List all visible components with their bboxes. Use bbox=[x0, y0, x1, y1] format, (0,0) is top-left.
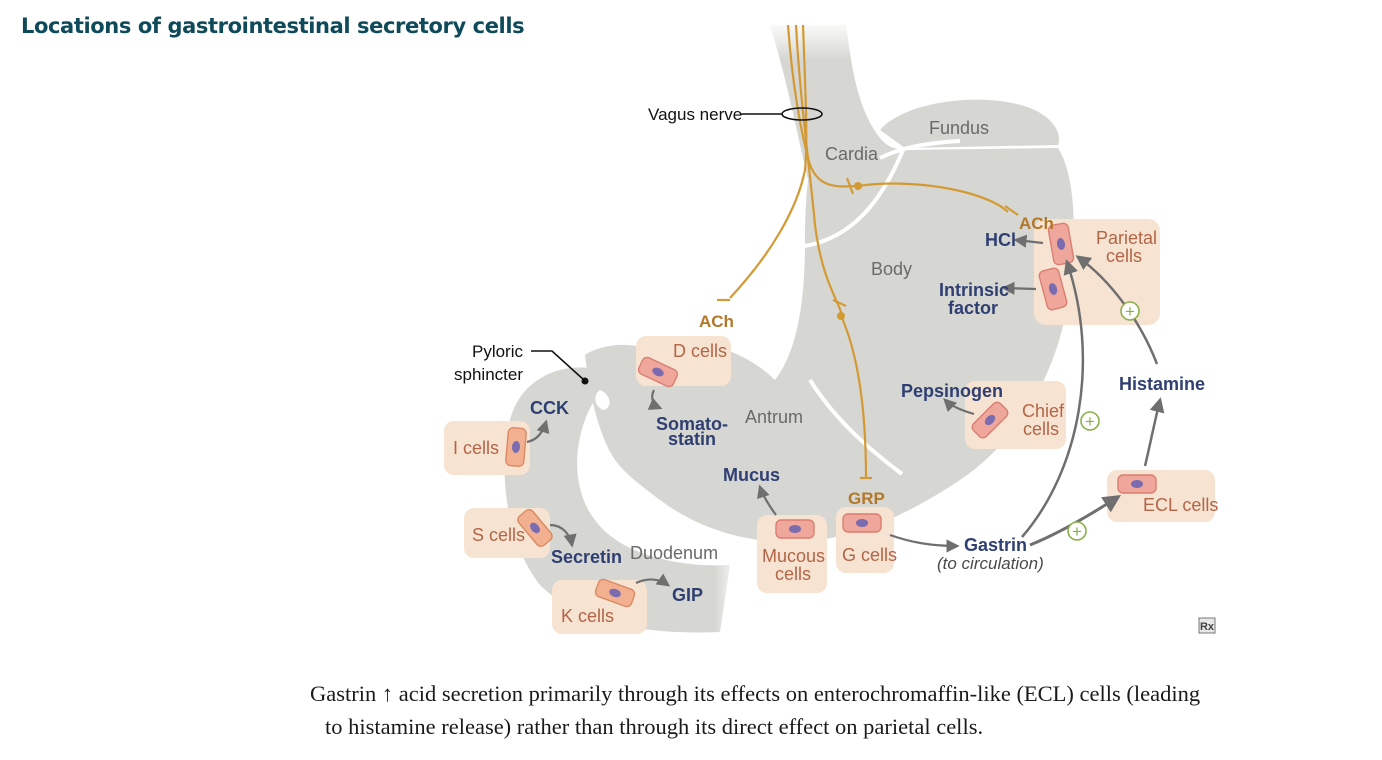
nerve-dots bbox=[837, 182, 862, 320]
cardia-fundus-divider bbox=[879, 139, 961, 160]
ecl-cell bbox=[1117, 474, 1157, 494]
pyloric-notch bbox=[595, 390, 610, 410]
i-cells-label: I cells bbox=[453, 438, 499, 458]
d-cell bbox=[637, 356, 679, 388]
g-to-gastrin-arrow bbox=[889, 533, 960, 553]
s-cells-label: S cells bbox=[472, 525, 525, 545]
gip-arrow bbox=[635, 573, 671, 587]
grp-label: GRP bbox=[848, 489, 885, 508]
plus-label-1: + bbox=[1125, 302, 1135, 321]
pyloric-label-line2: sphincter bbox=[454, 365, 523, 384]
ecl-cells-label: ECL cells bbox=[1143, 495, 1218, 515]
body-antrum-divider bbox=[808, 378, 904, 476]
gi-secretory-diagram: + + + Fundus Cardia Body Antrum Duodenum… bbox=[444, 20, 1218, 640]
chief-label-line2: cells bbox=[1023, 419, 1059, 439]
k-cell bbox=[594, 578, 636, 608]
plus-label-3: + bbox=[1072, 522, 1082, 541]
gip-label: GIP bbox=[672, 585, 703, 605]
g-cell bbox=[842, 513, 882, 533]
duodenum-label: Duodenum bbox=[630, 543, 718, 563]
page-title: Locations of gastrointestinal secretory … bbox=[21, 14, 525, 38]
hcl-arrow bbox=[1013, 234, 1044, 248]
caption-line-2: to histamine release) rather than throug… bbox=[325, 714, 984, 739]
mucus-arrow bbox=[757, 484, 777, 516]
nerve-terminals bbox=[717, 177, 1019, 480]
cells bbox=[505, 222, 1157, 608]
parietal-cell-1 bbox=[1047, 222, 1075, 266]
pyloric-pointer bbox=[531, 350, 585, 381]
d-cells-label: D cells bbox=[673, 341, 727, 361]
secretin-arrow bbox=[549, 523, 577, 548]
ach-top-label: ACh bbox=[1019, 214, 1054, 233]
body-label: Body bbox=[871, 259, 912, 279]
hcl-label: HCl bbox=[985, 230, 1016, 250]
mucous-label-line2: cells bbox=[775, 564, 811, 584]
gastrin-to-parietal-arrow bbox=[1021, 259, 1085, 538]
gastrin-note-label: (to circulation) bbox=[937, 554, 1044, 573]
figure-caption: Gastrin ↑ acid secretion primarily throu… bbox=[310, 677, 1360, 743]
fundus-shape bbox=[880, 99, 1060, 148]
secretion-arrows bbox=[526, 234, 1165, 587]
plus-gastrin-parietal: + bbox=[1080, 411, 1100, 431]
intrinsic-factor-label-line2: factor bbox=[948, 298, 998, 318]
pepsinogen-label: Pepsinogen bbox=[901, 381, 1003, 401]
rx-logo-text: Rx bbox=[1200, 621, 1215, 633]
vagus-nerve-label: Vagus nerve bbox=[648, 105, 742, 124]
stomach-organ bbox=[504, 20, 1074, 640]
pyloric-dot bbox=[581, 377, 589, 385]
s-cell bbox=[517, 509, 553, 547]
antrum-label: Antrum bbox=[745, 407, 803, 427]
parietal-label-line2: cells bbox=[1106, 246, 1142, 266]
stimulation-plus-signs: + + + bbox=[1067, 301, 1140, 541]
mucous-label-line1: Mucous bbox=[762, 546, 825, 566]
pepsinogen-arrow bbox=[943, 398, 975, 416]
region-labels: Fundus Cardia Body Antrum Duodenum bbox=[630, 118, 989, 563]
intrinsic-factor-label-line1: Intrinsic bbox=[939, 280, 1009, 300]
somatostatin-arrow bbox=[647, 389, 663, 410]
somatostatin-label-line1: Somato- bbox=[656, 414, 728, 434]
histamine-to-parietal-arrow bbox=[1075, 255, 1159, 365]
plus-histamine-parietal: + bbox=[1120, 301, 1140, 321]
parietal-cell-2 bbox=[1038, 267, 1068, 311]
intrinsic-factor-arrow bbox=[1001, 281, 1037, 295]
k-cells-label: K cells bbox=[561, 606, 614, 626]
secretin-label: Secretin bbox=[551, 547, 622, 567]
structure-labels: Vagus nerve Pyloric sphincter bbox=[454, 105, 742, 384]
ach-left-label: ACh bbox=[699, 312, 734, 331]
parietal-label-line1: Parietal bbox=[1096, 228, 1157, 248]
cardia-label: Cardia bbox=[825, 144, 879, 164]
gastrin-label: Gastrin bbox=[964, 535, 1027, 555]
vagus-nerve-fibers bbox=[729, 24, 1009, 479]
mucus-label: Mucus bbox=[723, 465, 780, 485]
fundus-label: Fundus bbox=[929, 118, 989, 138]
neurotransmitter-labels: ACh ACh GRP bbox=[699, 214, 1054, 508]
stomach-body bbox=[600, 148, 1074, 542]
plus-gastrin-ecl: + bbox=[1067, 521, 1087, 541]
secretion-labels: HCl Intrinsic factor Pepsinogen Somato- … bbox=[530, 230, 1205, 605]
cck-label: CCK bbox=[530, 398, 569, 418]
g-cells-label: G cells bbox=[842, 545, 897, 565]
rx-logo: Rx bbox=[1198, 617, 1216, 634]
mucous-cell bbox=[775, 519, 815, 539]
histamine-label: Histamine bbox=[1119, 374, 1205, 394]
cardia-body-divider bbox=[804, 149, 905, 248]
i-cell bbox=[505, 427, 527, 467]
cck-arrow bbox=[526, 419, 550, 444]
ecl-to-histamine-arrow bbox=[1143, 397, 1165, 467]
cell-labels: Parietal cells D cells Chief cells I cel… bbox=[453, 228, 1218, 626]
pyloric-label-line1: Pyloric bbox=[472, 342, 524, 361]
plus-label-2: + bbox=[1085, 412, 1095, 431]
chief-cell bbox=[971, 401, 1009, 439]
somatostatin-label-line2: statin bbox=[668, 429, 716, 449]
chief-label-line1: Chief bbox=[1022, 401, 1065, 421]
caption-line-1: Gastrin ↑ acid secretion primarily throu… bbox=[310, 681, 1201, 706]
